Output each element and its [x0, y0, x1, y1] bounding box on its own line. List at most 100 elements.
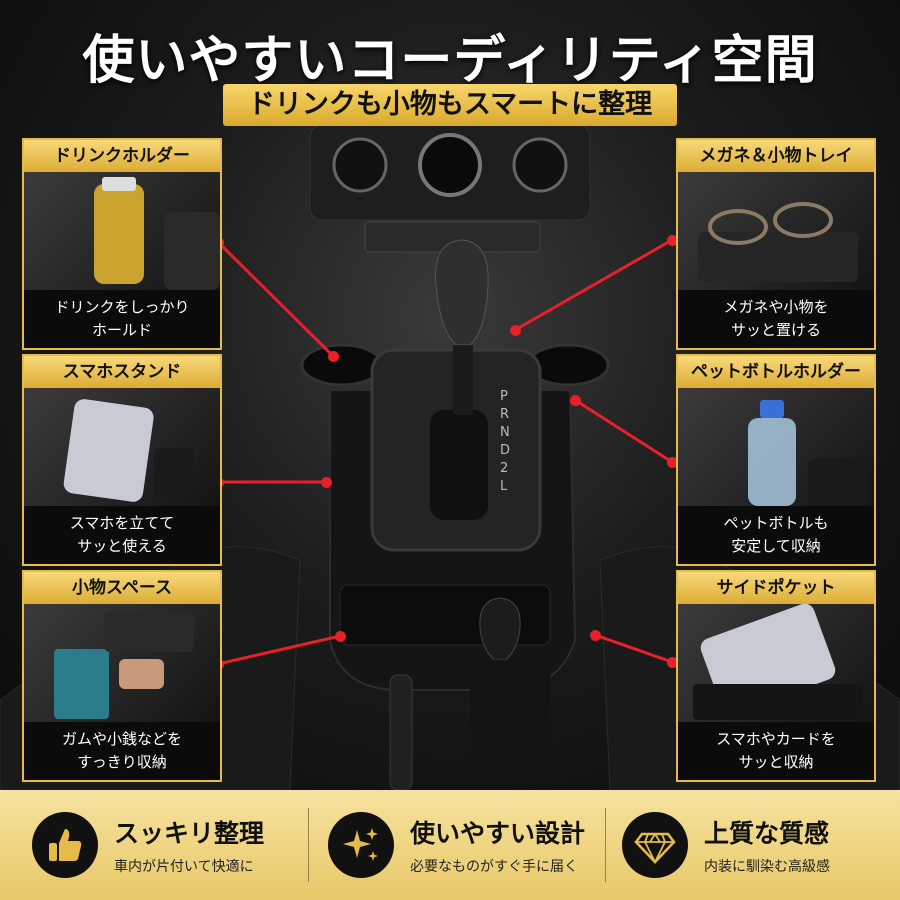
caption-line: 安定して収納	[731, 537, 821, 555]
card-photo	[24, 388, 220, 506]
caption-line: スマホやカードを	[716, 730, 836, 748]
card-caption: メガネや小物を サッと置ける	[678, 290, 874, 348]
diamond-icon	[622, 812, 688, 878]
card-title: メガネ＆小物トレイ	[678, 140, 874, 172]
card-side-pocket: サイドポケット スマホやカードを サッと収納	[676, 570, 876, 782]
card-photo	[678, 604, 874, 722]
card-caption: ドリンクをしっかり ホールド	[24, 290, 220, 348]
gum-pack-icon	[54, 649, 109, 719]
caption-line: サッと収納	[738, 753, 814, 771]
feature-organize: スッキリ整理 車内が片付いて快適に	[32, 790, 264, 900]
caption-line: スマホを立てて	[69, 514, 175, 532]
glasses-lens	[773, 202, 833, 238]
phone-icon	[63, 399, 154, 502]
side-pocket-photo	[693, 604, 863, 720]
holder-edge	[164, 212, 220, 290]
small-items-photo	[54, 612, 194, 719]
caption-line: ペットボトルも	[723, 514, 829, 532]
connector-dot	[667, 657, 678, 668]
shift-lever	[453, 345, 473, 415]
caption-line: サッと使える	[77, 537, 167, 555]
card-glasses-tray: メガネ＆小物トレイ メガネや小物を サッと置ける	[676, 138, 876, 350]
subtitle-banner: ドリンクも小物もスマートに整理	[223, 84, 677, 126]
card-title: ドリンクホルダー	[24, 140, 220, 172]
glasses-icon	[708, 209, 768, 245]
glasses-photo	[698, 202, 858, 282]
bottle-icon	[94, 184, 144, 284]
card-bottle-holder: ペットボトルホルダー ペットボトルも 安定して収納	[676, 354, 876, 566]
connector-line	[574, 398, 673, 464]
parking-brake	[389, 674, 413, 790]
card-small-items: 小物スペース ガムや小銭などを すっきり収納	[22, 570, 222, 782]
sparkle-glyph	[343, 828, 378, 861]
feature-easy-use: 使いやすい設計 必要なものがすぐ手に届く	[328, 790, 585, 900]
divider	[605, 808, 606, 882]
feature-description: 必要なものがすぐ手に届く	[410, 859, 578, 875]
card-photo	[24, 172, 220, 290]
connector-line	[514, 238, 673, 332]
card-title: サイドポケット	[678, 572, 874, 604]
card-phone-stand: スマホスタンド スマホを立てて サッと使える	[22, 354, 222, 566]
left-dial	[332, 137, 388, 193]
caption-line: ホールド	[91, 321, 152, 339]
feature-title: 上質な質感	[704, 819, 830, 848]
connector-dot	[667, 457, 678, 468]
thumbs-up-glyph	[49, 829, 82, 861]
feature-title: スッキリ整理	[114, 819, 265, 848]
feature-title: 使いやすい設計	[410, 819, 586, 848]
tray-edge	[104, 612, 194, 652]
thumbs-up-icon	[32, 812, 98, 878]
connector-dot	[590, 630, 601, 641]
caption-line: すっきり収納	[77, 753, 167, 771]
connector-line	[594, 633, 673, 664]
card-drink-holder: ドリンクホルダー ドリンクをしっかり ホールド	[22, 138, 222, 350]
right-dial	[512, 137, 568, 193]
divider	[308, 808, 309, 882]
center-vent	[418, 133, 482, 197]
caption-line: ドリンクをしっかり	[54, 298, 190, 316]
shift-knob	[435, 239, 489, 346]
card-title: 小物スペース	[24, 572, 220, 604]
bottle-cap	[760, 400, 784, 418]
diamond-glyph	[634, 832, 676, 865]
left-cup-holder	[300, 343, 384, 387]
bottle-photo	[748, 400, 868, 506]
bottle-cap	[102, 177, 136, 191]
card-photo	[678, 388, 874, 506]
stand-edge	[154, 448, 194, 498]
connector-dot	[667, 235, 678, 246]
card-caption: スマホやカードを サッと収納	[678, 722, 874, 780]
feature-quality: 上質な質感 内装に馴染む高級感	[622, 790, 830, 900]
feature-description: 内装に馴染む高級感	[704, 859, 830, 875]
connector-line	[216, 240, 335, 358]
page-title: 使いやすいコーディリティ空間	[82, 31, 818, 91]
pocket-edge	[693, 684, 863, 720]
feature-description: 車内が片付いて快適に	[114, 859, 254, 875]
card-caption: ペットボトルも 安定して収納	[678, 506, 874, 564]
holder-edge	[808, 458, 868, 506]
bottle-icon	[748, 418, 796, 506]
card-title: スマホスタンド	[24, 356, 220, 388]
transfer-knob	[479, 597, 521, 661]
connector-line	[217, 634, 341, 666]
shift-slot	[430, 410, 488, 520]
connector-dot	[570, 395, 581, 406]
card-caption: ガムや小銭などを すっきり収納	[24, 722, 220, 780]
drink-photo	[94, 177, 220, 290]
caption-line: メガネや小物を	[723, 298, 829, 316]
card-photo	[678, 172, 874, 290]
connector-dot	[328, 351, 339, 362]
card-photo	[24, 604, 220, 722]
connector-dot	[335, 631, 346, 642]
card-caption: スマホを立てて サッと使える	[24, 506, 220, 564]
sparkle-icon	[328, 812, 394, 878]
caption-line: サッと置ける	[730, 321, 821, 339]
card-title: ペットボトルホルダー	[678, 356, 874, 388]
connector-dot	[321, 477, 332, 488]
shift-boot	[470, 660, 550, 780]
case-icon	[119, 659, 164, 689]
connector-dot	[510, 325, 521, 336]
feature-panel: スッキリ整理 車内が片付いて快適に 使いやすい設計 必要なものがすぐ手に届く 上…	[0, 790, 900, 900]
phone-stand-photo	[63, 399, 194, 502]
